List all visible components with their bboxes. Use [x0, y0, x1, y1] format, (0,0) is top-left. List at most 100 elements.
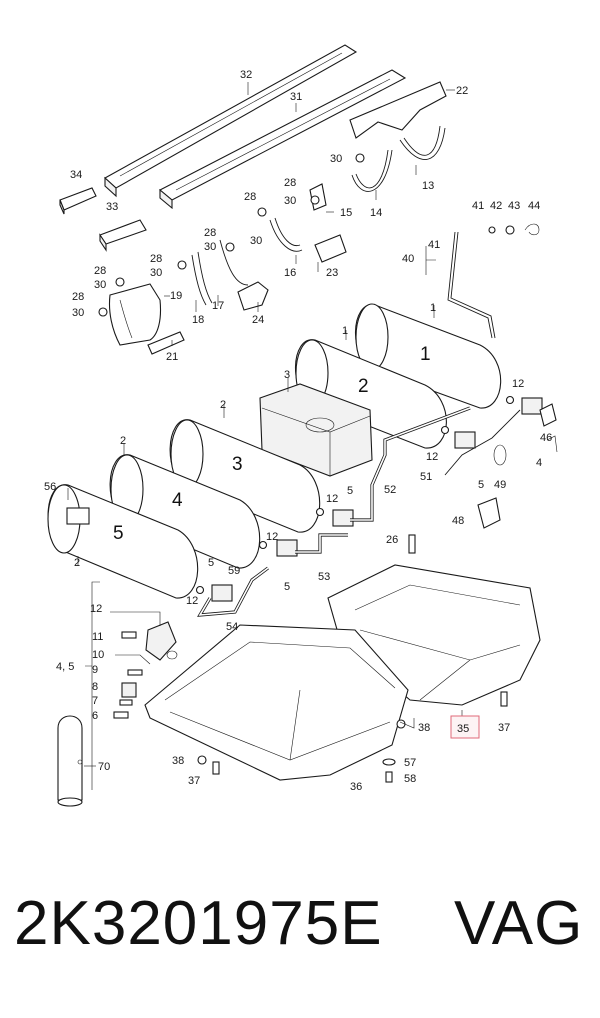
rail-32 [104, 44, 358, 198]
bolts [197, 534, 508, 783]
callout-31: 31 [290, 91, 302, 103]
callout-24: 24 [252, 314, 264, 326]
callout-30b: 30 [284, 195, 296, 207]
part-49 [493, 444, 507, 466]
callout-13: 13 [422, 180, 434, 192]
callout-28e: 28 [94, 265, 106, 277]
callout-12c: 12 [326, 493, 338, 505]
callout-21: 21 [166, 351, 178, 363]
callout-41b: 41 [428, 239, 440, 251]
cylinder-70 [57, 715, 83, 807]
callout-52: 52 [384, 484, 396, 496]
callout-5d: 5 [284, 581, 290, 593]
callout-9: 9 [92, 664, 98, 676]
callout-28b: 28 [244, 191, 256, 203]
pipe-40 [447, 223, 540, 339]
part-34 [59, 187, 97, 215]
callout-26: 26 [386, 534, 398, 546]
part-23 [314, 234, 347, 263]
tank-number-4: 4 [172, 490, 183, 511]
strap-13 [399, 125, 446, 160]
callout-3: 3 [284, 369, 290, 381]
callout-4-5: 4, 5 [56, 661, 74, 673]
callout-19: 19 [170, 290, 182, 302]
callout-8: 8 [92, 681, 98, 693]
callout-37a: 37 [498, 722, 510, 734]
callout-10: 10 [92, 649, 104, 661]
washers [98, 153, 365, 317]
highlight-box-35 [450, 715, 480, 739]
bracket-22 [349, 81, 447, 139]
bracket-19 [108, 283, 162, 346]
tank-number-2: 2 [358, 376, 369, 397]
strap-18 [191, 251, 213, 306]
callout-46: 46 [540, 432, 552, 444]
callout-70: 70 [98, 761, 110, 773]
tank-2 [295, 339, 447, 449]
callout-22: 22 [456, 85, 468, 97]
callout-1: 1 [342, 325, 348, 337]
callout-49: 49 [494, 479, 506, 491]
tank-number-3: 3 [232, 454, 243, 475]
callout-28c: 28 [204, 227, 216, 239]
callout-30a: 30 [330, 153, 342, 165]
callout-34: 34 [70, 169, 82, 181]
callout-30g: 30 [72, 307, 84, 319]
callout-38a: 38 [418, 722, 430, 734]
callout-43: 43 [508, 200, 520, 212]
callout-40: 40 [402, 253, 414, 265]
callout-12f: 12 [90, 603, 102, 615]
strap-14 [351, 149, 393, 192]
part-46 [539, 403, 557, 427]
tray-36 [144, 624, 409, 781]
part-33 [99, 219, 147, 252]
callout-36: 36 [350, 781, 362, 793]
callout-28f: 28 [72, 291, 84, 303]
callout-18: 18 [192, 314, 204, 326]
callout-2b: 2 [120, 435, 126, 447]
callout-28d: 28 [150, 253, 162, 265]
callout-44: 44 [528, 200, 540, 212]
callout-59: 59 [228, 565, 240, 577]
callout-12b: 12 [426, 451, 438, 463]
pipe-51 [444, 409, 521, 476]
callout-16: 16 [284, 267, 296, 279]
callout-11: 11 [92, 631, 103, 643]
pipe-54 [197, 566, 269, 617]
callout-30d: 30 [204, 241, 216, 253]
pipe-52 [350, 406, 471, 522]
callout-5a: 5 [478, 479, 484, 491]
callout-42: 42 [490, 200, 502, 212]
callout-56: 56 [44, 481, 56, 493]
callout-58: 58 [404, 773, 416, 785]
callout-15: 15 [340, 207, 352, 219]
rail-31 [159, 69, 407, 210]
tank-5 [47, 484, 199, 599]
callout-1b: 1 [430, 302, 436, 314]
tank-3 [169, 419, 321, 533]
callout-37b: 37 [188, 775, 200, 787]
callout-28a: 28 [284, 177, 296, 189]
strap-17 [219, 239, 249, 286]
exploded-parts-diagram: 1 2 3 4 5 32 31 22 30 13 14 34 33 28 30 … [44, 44, 558, 807]
callout-48: 48 [452, 515, 464, 527]
callout-6: 6 [92, 710, 98, 722]
callout-23: 23 [326, 267, 338, 279]
callout-14: 14 [370, 207, 382, 219]
callout-32: 32 [240, 69, 252, 81]
part-48 [477, 497, 501, 529]
brand-name: VAG [454, 889, 584, 958]
callout-57: 57 [404, 757, 416, 769]
callout-38b: 38 [172, 755, 184, 767]
callout-30c: 30 [250, 235, 262, 247]
callout-41a: 41 [472, 200, 484, 212]
part-number: 2K3201975E [14, 889, 383, 958]
callout-17: 17 [212, 300, 224, 312]
fittings-6-11 [110, 611, 178, 719]
part-caption: 2K3201975E VAG [0, 888, 600, 968]
callout-54: 54 [226, 621, 238, 633]
callout-30e: 30 [150, 267, 162, 279]
tank-number-5: 5 [113, 523, 124, 544]
callout-53: 53 [318, 571, 330, 583]
callout-5c: 5 [208, 557, 214, 569]
